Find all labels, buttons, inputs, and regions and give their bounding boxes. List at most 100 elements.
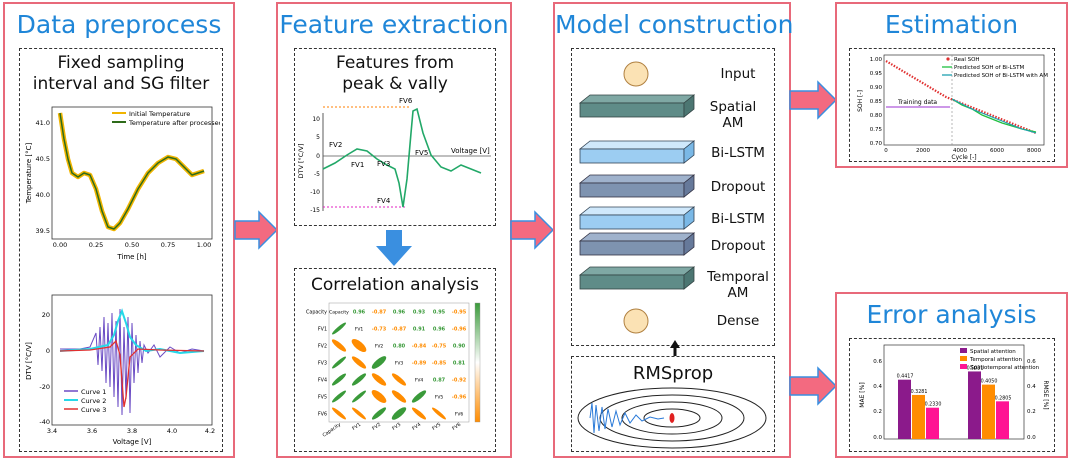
- curve-3: [59, 339, 205, 408]
- correlation-value: -0.96: [452, 395, 467, 401]
- panel-data-preprocess: Data preprocess Fixed sampling interval …: [3, 2, 235, 458]
- dropout-block-2: [578, 232, 696, 256]
- temp-ytick: 40.0: [36, 191, 50, 199]
- optimizer-contour: [577, 387, 767, 449]
- network-box: Input Spatial AM Bi-LSTM Dropout Bi-LSTM…: [571, 48, 775, 346]
- correlation-value: 0.81: [453, 361, 466, 367]
- panel-title: Error analysis: [866, 300, 1037, 329]
- arrow-model-to-error: [789, 366, 838, 406]
- soh-estimation-chart: Training data Real SOH Predicted SOH of …: [857, 54, 1048, 161]
- correlation-value: 0.96: [353, 310, 366, 316]
- training-data-label: Training data: [897, 99, 937, 106]
- correlation-value: -0.87: [372, 310, 387, 316]
- dtv-xtick: 3.6: [87, 427, 97, 435]
- correlation-value: -0.85: [432, 361, 447, 367]
- layer-label-temporal-am: Temporal AM: [707, 269, 769, 301]
- bi-lstm-block-1: [578, 140, 696, 164]
- features-box: Features from peak & vally FV6 FV2 FV1 F…: [294, 48, 496, 226]
- diagonal-label: FV3: [395, 361, 404, 367]
- point-fv2: FV2: [329, 141, 342, 149]
- correlation-value: 0.91: [413, 327, 426, 333]
- correlation-value: 0.80: [393, 344, 406, 350]
- curve-ytick: 0: [316, 153, 320, 160]
- curve-ytick: 5: [316, 134, 320, 141]
- est-xtick: 0: [884, 148, 888, 154]
- correlation-value: -0.95: [452, 310, 467, 316]
- dtv-curves-chart: Curve 1 Curve 2 Curve 3 20 0 -20 -40 3.4…: [25, 294, 215, 446]
- correlation-value: 0.93: [413, 310, 426, 316]
- dtv-xtick: 3.8: [127, 427, 137, 435]
- error-legend: Spatial attention Temporal attention Spa…: [960, 348, 1040, 371]
- curve-ytick: -10: [310, 189, 320, 196]
- correlation-ellipse: [351, 338, 367, 353]
- correlation-ellipse: [332, 322, 346, 335]
- diagonal-label: FV4: [415, 378, 424, 384]
- est-ytick: 0.90: [870, 85, 883, 91]
- correlation-ellipse: [371, 390, 387, 403]
- correlation-ellipse: [332, 356, 346, 369]
- temp-xlabel: Time [h]: [116, 253, 147, 261]
- temp-xtick: 0.75: [161, 241, 175, 249]
- panel-title: Data preprocess: [16, 10, 222, 39]
- err-ytick-right: 0.0: [1027, 435, 1036, 441]
- dtv-ylabel: DTV [°C/V]: [25, 342, 33, 380]
- est-xtick: 2000: [916, 148, 930, 154]
- layer-label-bi-lstm-2: Bi-LSTM: [711, 211, 765, 227]
- temperature-chart: Initial Temperature Temperature after pr…: [25, 106, 220, 261]
- temp-xtick: 0.00: [53, 241, 67, 249]
- legend-curve-1: Curve 1: [81, 388, 106, 396]
- temp-xtick: 1.00: [197, 241, 211, 249]
- dtv-xtick: 4.0: [167, 427, 177, 435]
- error-bar: [912, 394, 925, 439]
- err-ytick-right: 0.4: [1027, 384, 1036, 390]
- correlation-ellipse: [331, 339, 347, 352]
- error-bar: [996, 401, 1009, 439]
- err-ytick-right: 0.6: [1027, 359, 1036, 365]
- bar-value-label: 0.2330: [925, 402, 942, 408]
- est-ytick: 0.70: [870, 141, 883, 147]
- error-box: Spatial attention Temporal attention Spa…: [849, 338, 1055, 452]
- dtv-ytick: -40: [39, 418, 50, 426]
- dtv-ytick: 20: [42, 311, 50, 319]
- est-ytick: 0.85: [870, 99, 883, 105]
- err-ytick: 0.6: [873, 359, 882, 365]
- panel-model-construction: Model construction: [553, 2, 793, 458]
- layer-label-bi-lstm-1: Bi-LSTM: [711, 145, 765, 161]
- err-ytick: 0.0: [873, 435, 882, 441]
- column-label: FV1: [351, 422, 362, 432]
- estimation-legend: Real SOH Predicted SOH of Bi-LSTM Predic…: [942, 57, 1048, 79]
- network-layers: [578, 61, 696, 334]
- column-label: Capacity: [322, 422, 343, 439]
- correlation-ellipse: [391, 407, 407, 420]
- arrow-optimizer-up: [670, 340, 680, 362]
- correlation-ellipse: [371, 373, 387, 386]
- column-label: FV3: [391, 422, 402, 432]
- dtv-ytick: 0: [46, 347, 50, 355]
- correlation-value: -0.87: [392, 327, 407, 333]
- preprocess-box: Fixed sampling interval and SG filter In…: [19, 48, 223, 452]
- temp-ytick: 41.0: [36, 119, 50, 127]
- bar-value-label: 0.4417: [897, 374, 914, 380]
- bar-value-label: 0.3281: [911, 389, 928, 395]
- optimizer-box: RMSprop: [571, 356, 775, 452]
- error-bar: [968, 371, 981, 439]
- est-ytick: 0.75: [870, 127, 883, 133]
- est-xlabel: Cycle [-]: [951, 154, 976, 161]
- point-fv6: FV6: [399, 97, 413, 105]
- legend-spatial: Spatial attention: [970, 349, 1016, 355]
- correlation-ellipse: [351, 373, 367, 386]
- correlation-ellipse: [391, 373, 407, 386]
- correlation-ellipse: [411, 407, 427, 420]
- legend-bilstm: Predicted SOH of Bi-LSTM: [954, 65, 1025, 71]
- correlation-value: 0.87: [433, 378, 446, 384]
- point-fv3: FV3: [377, 160, 390, 168]
- initial-temperature-curve: [57, 112, 205, 232]
- correlation-ellipse: [371, 407, 387, 420]
- bar-value-label: 0.5031: [967, 365, 984, 371]
- column-label: FV6: [451, 422, 462, 432]
- temporal-am-block: [578, 266, 696, 290]
- est-xtick: 8000: [1027, 148, 1041, 154]
- processed-temperature-curve: [59, 112, 205, 230]
- correlation-matrix: CapacityCapacityFV1FV1FV2FV2FV3FV3FV4FV4…: [306, 302, 481, 439]
- correlation-title: Correlation analysis: [311, 275, 479, 295]
